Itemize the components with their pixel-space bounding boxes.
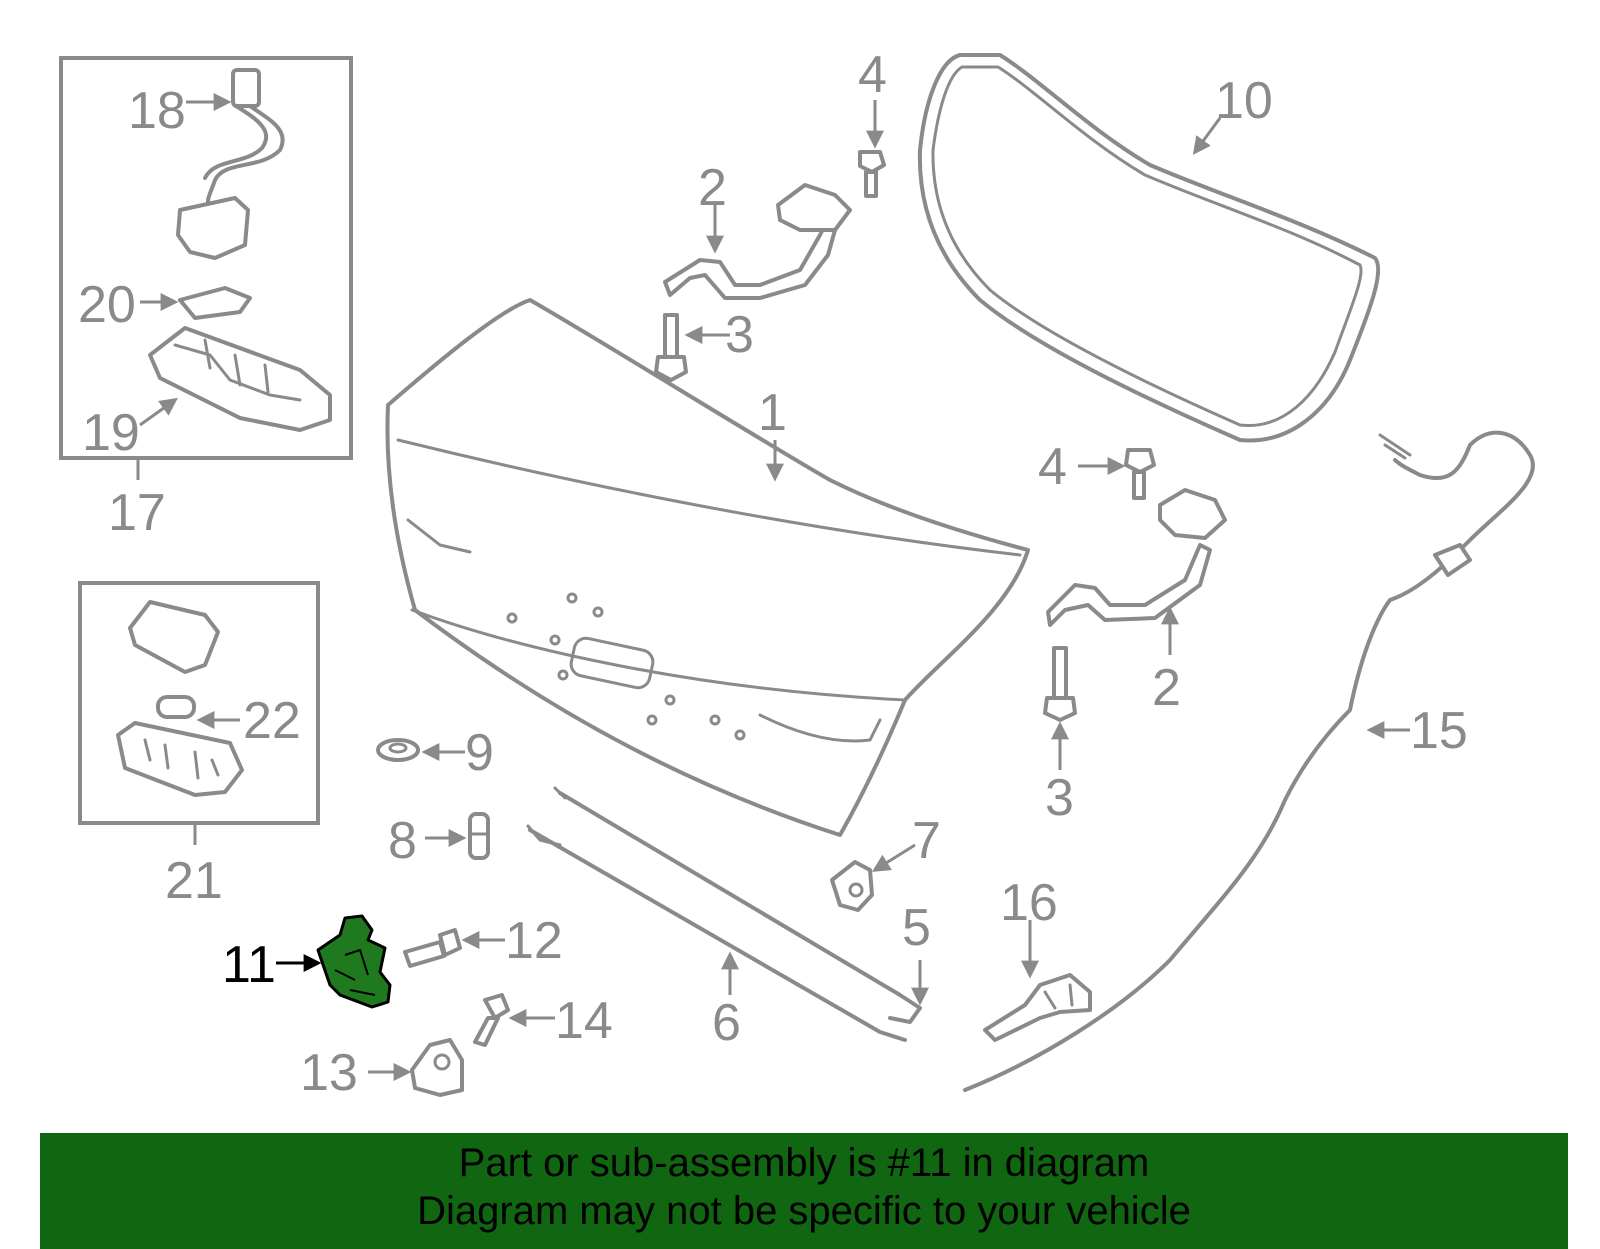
- part-1-trunk-lid: [385, 298, 1030, 837]
- callout-4-lower: 4: [1038, 438, 1067, 496]
- part-18-camera-harness: [176, 68, 285, 260]
- part-7-clip: [830, 860, 874, 912]
- callout-3-lower: 3: [1045, 769, 1074, 827]
- part-2-hinge-lower: [1046, 488, 1227, 627]
- assembly-box-17: [59, 56, 353, 480]
- leader-10: [1192, 117, 1222, 155]
- callout-7: 7: [912, 812, 941, 870]
- callout-20: 20: [78, 276, 136, 334]
- callout-19: 19: [82, 404, 140, 462]
- part-3-bolt-upper: [654, 313, 688, 382]
- callout-22: 22: [243, 692, 301, 750]
- part-21-housing: [116, 721, 244, 797]
- info-banner: Part or sub-assembly is #11 in diagram D…: [40, 1133, 1568, 1249]
- callout-4-upper: 4: [858, 46, 887, 104]
- part-4-bolt-upper: [858, 150, 886, 198]
- callout-17: 17: [108, 484, 166, 542]
- callout-15: 15: [1410, 702, 1468, 760]
- callout-14: 14: [555, 992, 613, 1050]
- part-14-bolt: [473, 993, 510, 1047]
- callout-11[interactable]: 11: [222, 936, 276, 994]
- callout-18: 18: [128, 82, 186, 140]
- part-16-striker: [983, 973, 1092, 1042]
- banner-line-1: Part or sub-assembly is #11 in diagram: [458, 1141, 1150, 1185]
- part-19-camera-housing: [148, 326, 332, 432]
- part-9-grommet: [376, 738, 420, 762]
- callout-10: 10: [1215, 72, 1273, 130]
- callout-2-lower: 2: [1152, 659, 1181, 717]
- part-21-lens: [128, 600, 220, 674]
- part-20-gasket: [178, 286, 252, 320]
- callout-21: 21: [165, 852, 223, 910]
- part-4-bolt-lower: [1124, 448, 1156, 500]
- callout-16: 16: [1000, 874, 1058, 932]
- part-6-rod: [526, 786, 922, 1042]
- banner-line-2: Diagram may not be specific to your vehi…: [417, 1189, 1191, 1233]
- part-8-bumper: [468, 812, 490, 860]
- leader-19: [139, 397, 178, 427]
- callout-12: 12: [505, 912, 563, 970]
- part-10-weatherstrip: [917, 53, 1381, 443]
- part-2-hinge-upper: [663, 183, 852, 300]
- callout-8: 8: [388, 812, 417, 870]
- callout-6: 6: [712, 994, 741, 1052]
- callout-1: 1: [758, 384, 787, 442]
- part-22-bulb: [156, 695, 196, 719]
- part-12-bolt: [403, 928, 462, 968]
- callout-5: 5: [902, 899, 931, 957]
- assembly-box-21: [78, 581, 320, 845]
- part-3-bolt-lower: [1043, 646, 1077, 722]
- callout-3-upper: 3: [725, 306, 754, 364]
- callout-2-upper: 2: [698, 159, 727, 217]
- part-11-latch[interactable]: [316, 914, 392, 1009]
- part-13-striker-plate: [410, 1038, 464, 1097]
- part-15-release-cable: [963, 430, 1535, 1092]
- leader-7: [871, 843, 916, 872]
- callout-9: 9: [465, 724, 494, 782]
- callout-13: 13: [300, 1044, 358, 1102]
